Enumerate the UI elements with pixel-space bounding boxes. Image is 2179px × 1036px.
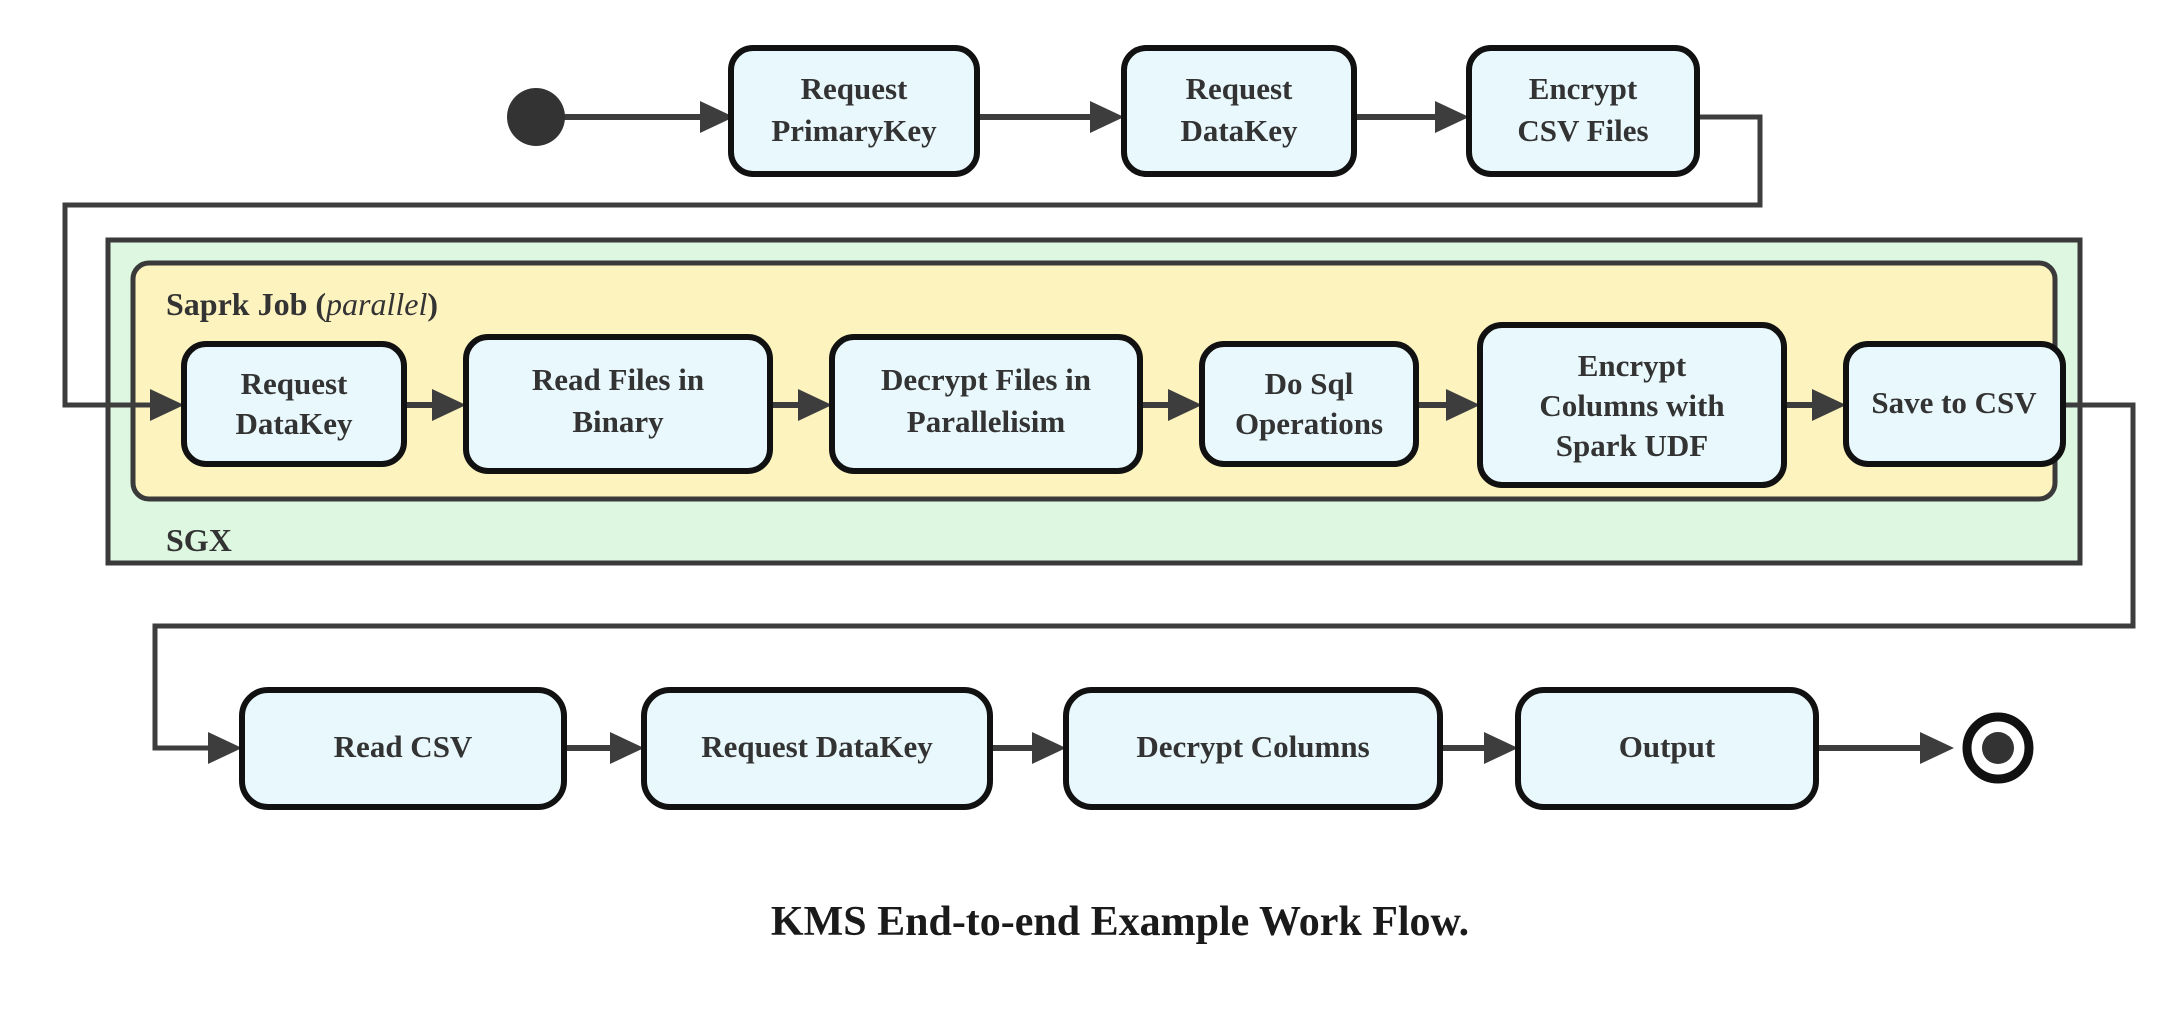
node-do-sql-operations-line-1: Do Sql: [1265, 366, 1354, 401]
node-request-datakey-bottom[interactable]: Request DataKey: [641, 687, 993, 810]
node-request-datakey-spark[interactable]: Request DataKey: [181, 341, 407, 467]
node-request-primarykey-line-2: PrimaryKey: [771, 113, 937, 148]
edge-encrypt-csv-wrap-to-spark: [62, 114, 1763, 408]
node-read-files-binary-line-2: Binary: [572, 404, 664, 439]
arrowhead-datakey-to-read-files: [432, 389, 466, 421]
node-do-sql-operations-line-2: Operations: [1235, 406, 1383, 441]
node-save-to-csv[interactable]: Save to CSV: [1843, 341, 2066, 467]
start-node: [507, 88, 565, 146]
node-encrypt-csv-files-line-2: CSV Files: [1517, 113, 1648, 148]
node-request-datakey-top[interactable]: Request DataKey: [1121, 45, 1357, 177]
arrowhead-output-to-end: [1920, 732, 1954, 764]
group-spark-job-label-text: Saprk Job: [166, 286, 307, 322]
arrowhead-wrap-to-read-csv: [208, 732, 242, 764]
arrowhead-decrypt-columns-to-output: [1484, 732, 1518, 764]
node-encrypt-csv-files-line-1: Encrypt: [1529, 71, 1638, 106]
group-spark-job-label: Saprk Job (parallel): [166, 286, 438, 322]
node-decrypt-columns[interactable]: Decrypt Columns: [1063, 687, 1443, 810]
arrowhead-read-csv-to-request-datakey: [610, 732, 644, 764]
node-request-primarykey[interactable]: Request PrimaryKey: [728, 45, 980, 177]
arrowhead-request-datakey-to-decrypt-columns: [1032, 732, 1066, 764]
node-encrypt-csv-files[interactable]: Encrypt CSV Files: [1466, 45, 1700, 177]
arrowhead-start-to-request-primarykey: [700, 101, 734, 133]
node-encrypt-columns-spark-udf-line-2: Columns with: [1539, 388, 1724, 423]
node-request-datakey-spark-line-1: Request: [241, 366, 348, 401]
node-save-to-csv-label: Save to CSV: [1871, 385, 2037, 420]
edge-save-csv-wrap-to-read-csv: [152, 402, 2136, 751]
node-encrypt-columns-spark-udf-line-1: Encrypt: [1578, 348, 1687, 383]
arrowhead-read-files-to-decrypt-files: [798, 389, 832, 421]
node-request-datakey-top-line-1: Request: [1186, 71, 1293, 106]
group-sgx-label: SGX: [166, 522, 232, 558]
node-read-csv[interactable]: Read CSV: [239, 687, 567, 810]
node-do-sql-operations[interactable]: Do Sql Operations: [1199, 341, 1419, 467]
node-request-datakey-bottom-label: Request DataKey: [701, 729, 933, 764]
group-spark-job-parallel: parallel: [324, 286, 427, 322]
group-spark-job-paren-close: ): [427, 286, 438, 322]
group-spark-job-paren-open: (: [315, 286, 326, 322]
node-encrypt-columns-spark-udf-line-3: Spark UDF: [1556, 428, 1708, 463]
diagram-caption: KMS End-to-end Example Work Flow.: [771, 899, 1469, 945]
arrowhead-wrap-to-request-datakey-spark: [150, 389, 184, 421]
node-request-datakey-spark-line-2: DataKey: [235, 406, 353, 441]
node-decrypt-files-parallelisim[interactable]: Decrypt Files in Parallelisim: [829, 334, 1143, 474]
node-request-primarykey-line-1: Request: [801, 71, 908, 106]
node-output-label: Output: [1619, 729, 1716, 764]
arrowhead-datakey-to-encrypt-csv: [1435, 101, 1469, 133]
end-node-dot: [1982, 732, 2014, 764]
node-decrypt-files-parallelisim-line-2: Parallelisim: [907, 404, 1066, 439]
node-read-csv-label: Read CSV: [334, 729, 473, 764]
node-read-files-binary-line-1: Read Files in: [532, 362, 704, 397]
node-encrypt-columns-spark-udf[interactable]: Encrypt Columns with Spark UDF: [1477, 322, 1787, 488]
arrowhead-primarykey-to-datakey: [1090, 101, 1124, 133]
arrowhead-decrypt-files-to-do-sql: [1168, 389, 1202, 421]
node-decrypt-columns-label: Decrypt Columns: [1136, 729, 1369, 764]
arrowhead-encrypt-columns-to-save-csv: [1812, 389, 1846, 421]
node-request-datakey-top-line-2: DataKey: [1180, 113, 1298, 148]
arrowhead-do-sql-to-encrypt-columns: [1446, 389, 1480, 421]
node-decrypt-files-parallelisim-line-1: Decrypt Files in: [881, 362, 1091, 397]
node-output[interactable]: Output: [1515, 687, 1819, 810]
node-read-files-binary[interactable]: Read Files in Binary: [463, 334, 773, 474]
